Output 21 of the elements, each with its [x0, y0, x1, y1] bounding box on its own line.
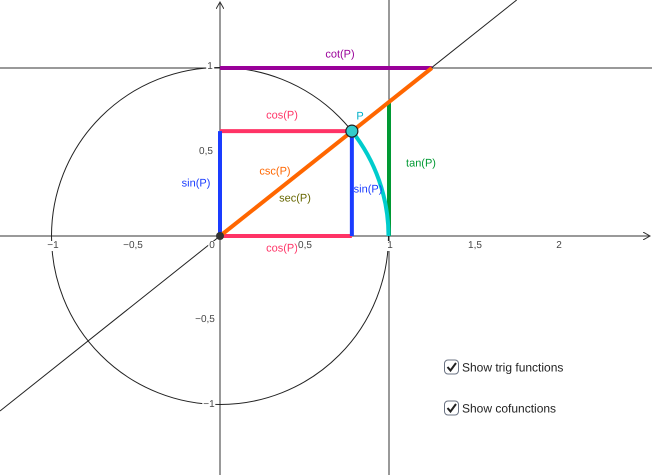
tick-label: −1: [46, 241, 60, 251]
function-label: cos(P): [266, 110, 298, 122]
tick-label: −0,5: [122, 241, 144, 251]
tick-label: 2: [555, 241, 563, 251]
function-label: sec(P): [279, 194, 311, 204]
checkbox-label: Show trig functions: [462, 361, 564, 373]
tick-label: 1: [386, 241, 394, 251]
tick-label: 0: [208, 241, 216, 251]
function-label: csc(P): [259, 166, 291, 178]
tick-label: 1: [206, 62, 214, 72]
function-label: cot(P): [325, 50, 355, 60]
tick-label: 1,5: [467, 241, 483, 251]
function-label: sin(P): [182, 178, 210, 190]
tick-label: −1: [202, 400, 216, 410]
function-label: tan(P): [406, 158, 436, 170]
point-label: P: [356, 112, 364, 122]
tick-label: 0,5: [198, 147, 214, 157]
tick-label: −0,5: [194, 315, 216, 325]
checkbox-label: Show cofunctions: [462, 402, 556, 414]
tick-label: 0,5: [297, 241, 313, 251]
function-label: cos(P): [266, 244, 298, 254]
